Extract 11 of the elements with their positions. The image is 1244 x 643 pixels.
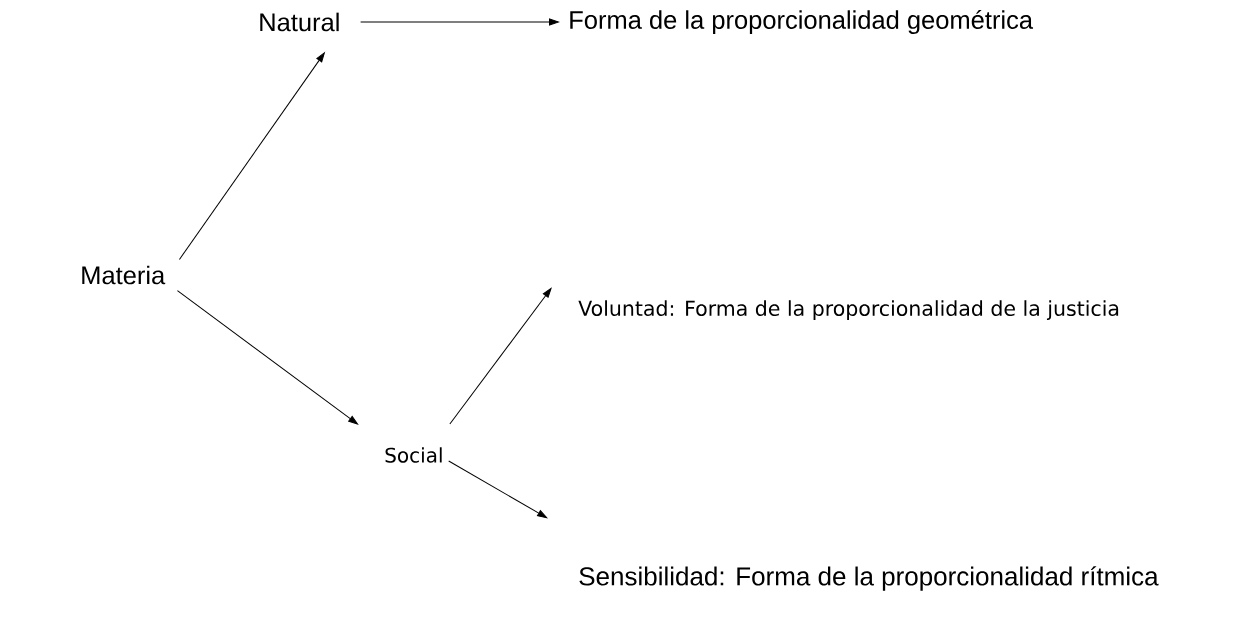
node-text: Social [385,447,442,463]
node-text: Voluntad: Forma de la proporcionalidad de la justicia [578,300,1119,321]
arrow [176,290,359,425]
node-text: Materia [82,265,166,285]
node-text: Sensibilidad: Forma de la proporcionalidad rítmica [579,566,1159,591]
node-text: Forma de la proporcionalidad geométrica [570,9,1033,35]
node-text: Natural [260,12,339,32]
arrow [449,287,552,425]
arrow [448,460,548,519]
arrow [178,52,325,260]
arrow [360,18,559,26]
